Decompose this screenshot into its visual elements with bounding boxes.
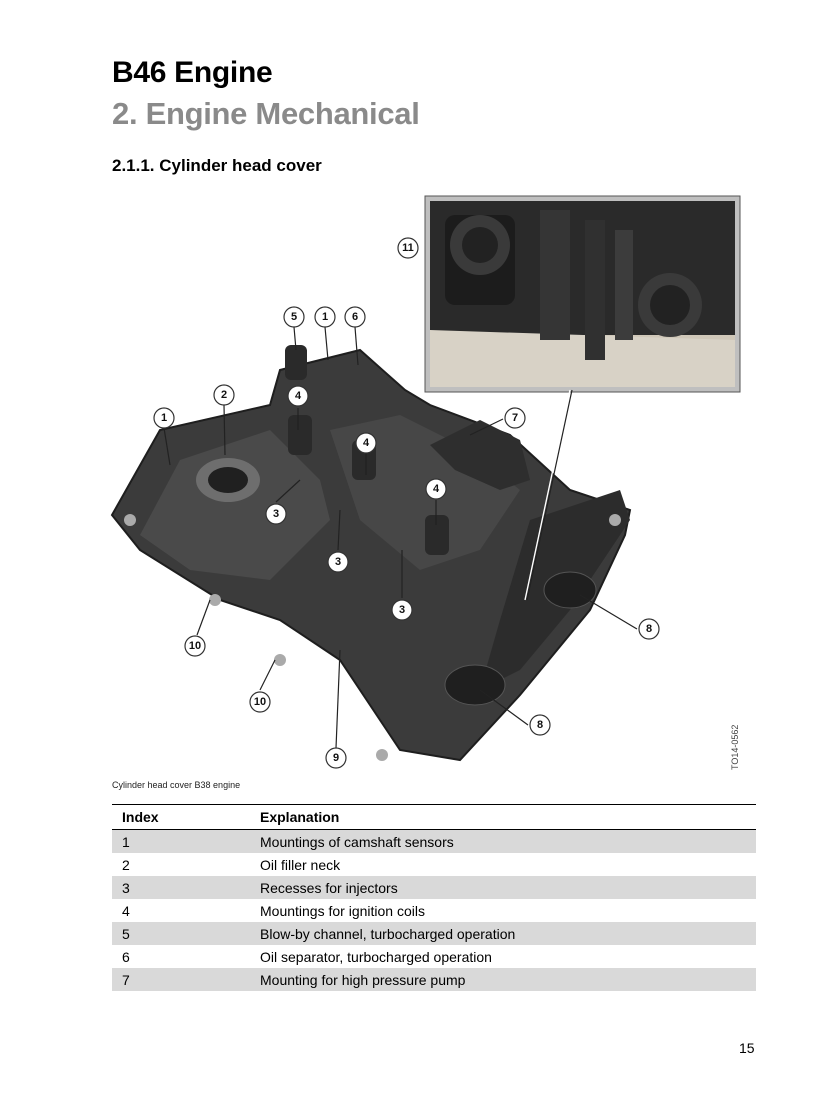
figure-caption: Cylinder head cover B38 engine [112,780,241,790]
row-explanation: Mountings for ignition coils [260,902,425,919]
inset-leader-line [524,389,571,601]
table-row: 4 Mountings for ignition coils [112,899,756,922]
row-explanation: Blow-by channel, turbocharged operation [250,922,756,945]
svg-text:4: 4 [433,483,440,495]
svg-text:8: 8 [646,623,652,635]
svg-text:9: 9 [333,752,339,764]
cylinder-head-cover-body [110,345,632,762]
row-explanation: Mountings of camshaft sensors [250,829,756,853]
document-title: B46 Engine [112,56,273,89]
table-header-row: Index Explanation [112,804,756,830]
svg-text:1: 1 [322,311,328,323]
callout-1-top: 1 [314,306,336,328]
svg-text:3: 3 [399,604,405,616]
callout-10-a: 10 [184,635,206,657]
svg-text:5: 5 [291,311,297,323]
svg-text:11: 11 [402,242,414,254]
table-row: 6 Oil separator, turbocharged operation [112,945,756,968]
callout-1-left: 1 [153,407,175,429]
svg-text:10: 10 [254,696,266,708]
inset-leader-line-edge [526,389,573,601]
callout-8-a: 8 [638,618,660,640]
row-index: 4 [122,902,130,919]
callout-10-b: 10 [249,691,271,713]
svg-text:4: 4 [363,437,370,449]
figure-code: TO14-0562 [730,724,740,770]
column-header-explanation: Explanation [250,804,756,830]
chapter-title: 2. Engine Mechanical [112,96,420,131]
callout-3-c: 3 [391,599,413,621]
callout-2: 2 [213,384,235,406]
callout-4-b: 4 [355,432,377,454]
row-explanation: Mounting for high pressure pump [250,968,756,991]
row-index: 7 [112,968,250,991]
column-header-index: Index [112,804,250,830]
row-index: 3 [112,876,250,899]
svg-text:6: 6 [352,311,358,323]
callout-4-a: 4 [287,385,309,407]
svg-text:8: 8 [537,719,543,731]
callout-11: 11 [397,237,419,259]
cylinder-head-cover-figure: 11 5 1 6 2 4 1 7 4 4 3 3 3 8 10 10 8 9 [110,195,741,769]
svg-text:7: 7 [512,412,518,424]
callout-7: 7 [504,407,526,429]
table-row: 2 Oil filler neck [112,853,756,876]
callout-9: 9 [325,747,347,769]
svg-text:1: 1 [161,412,167,424]
callout-8-b: 8 [529,714,551,736]
callout-5: 5 [283,306,305,328]
row-explanation: Oil filler neck [260,856,341,873]
row-explanation: Recesses for injectors [250,876,756,899]
callout-6: 6 [344,306,366,328]
callout-3-b: 3 [327,551,349,573]
page-number: 15 [739,1040,755,1056]
row-index: 2 [122,856,130,873]
callout-leaders [163,326,638,749]
row-index: 1 [112,829,250,853]
callout-4-c: 4 [425,478,447,500]
row-explanation: Oil separator, turbocharged operation [260,948,492,965]
row-index: 6 [122,948,130,965]
svg-text:2: 2 [221,389,227,401]
svg-text:4: 4 [295,390,302,402]
svg-text:3: 3 [273,508,279,520]
section-heading: 2.1.1. Cylinder head cover [112,156,322,175]
svg-text:3: 3 [335,556,341,568]
svg-text:10: 10 [189,640,201,652]
inset-photo [424,195,741,393]
row-index: 5 [112,922,250,945]
callout-3-a: 3 [265,503,287,525]
